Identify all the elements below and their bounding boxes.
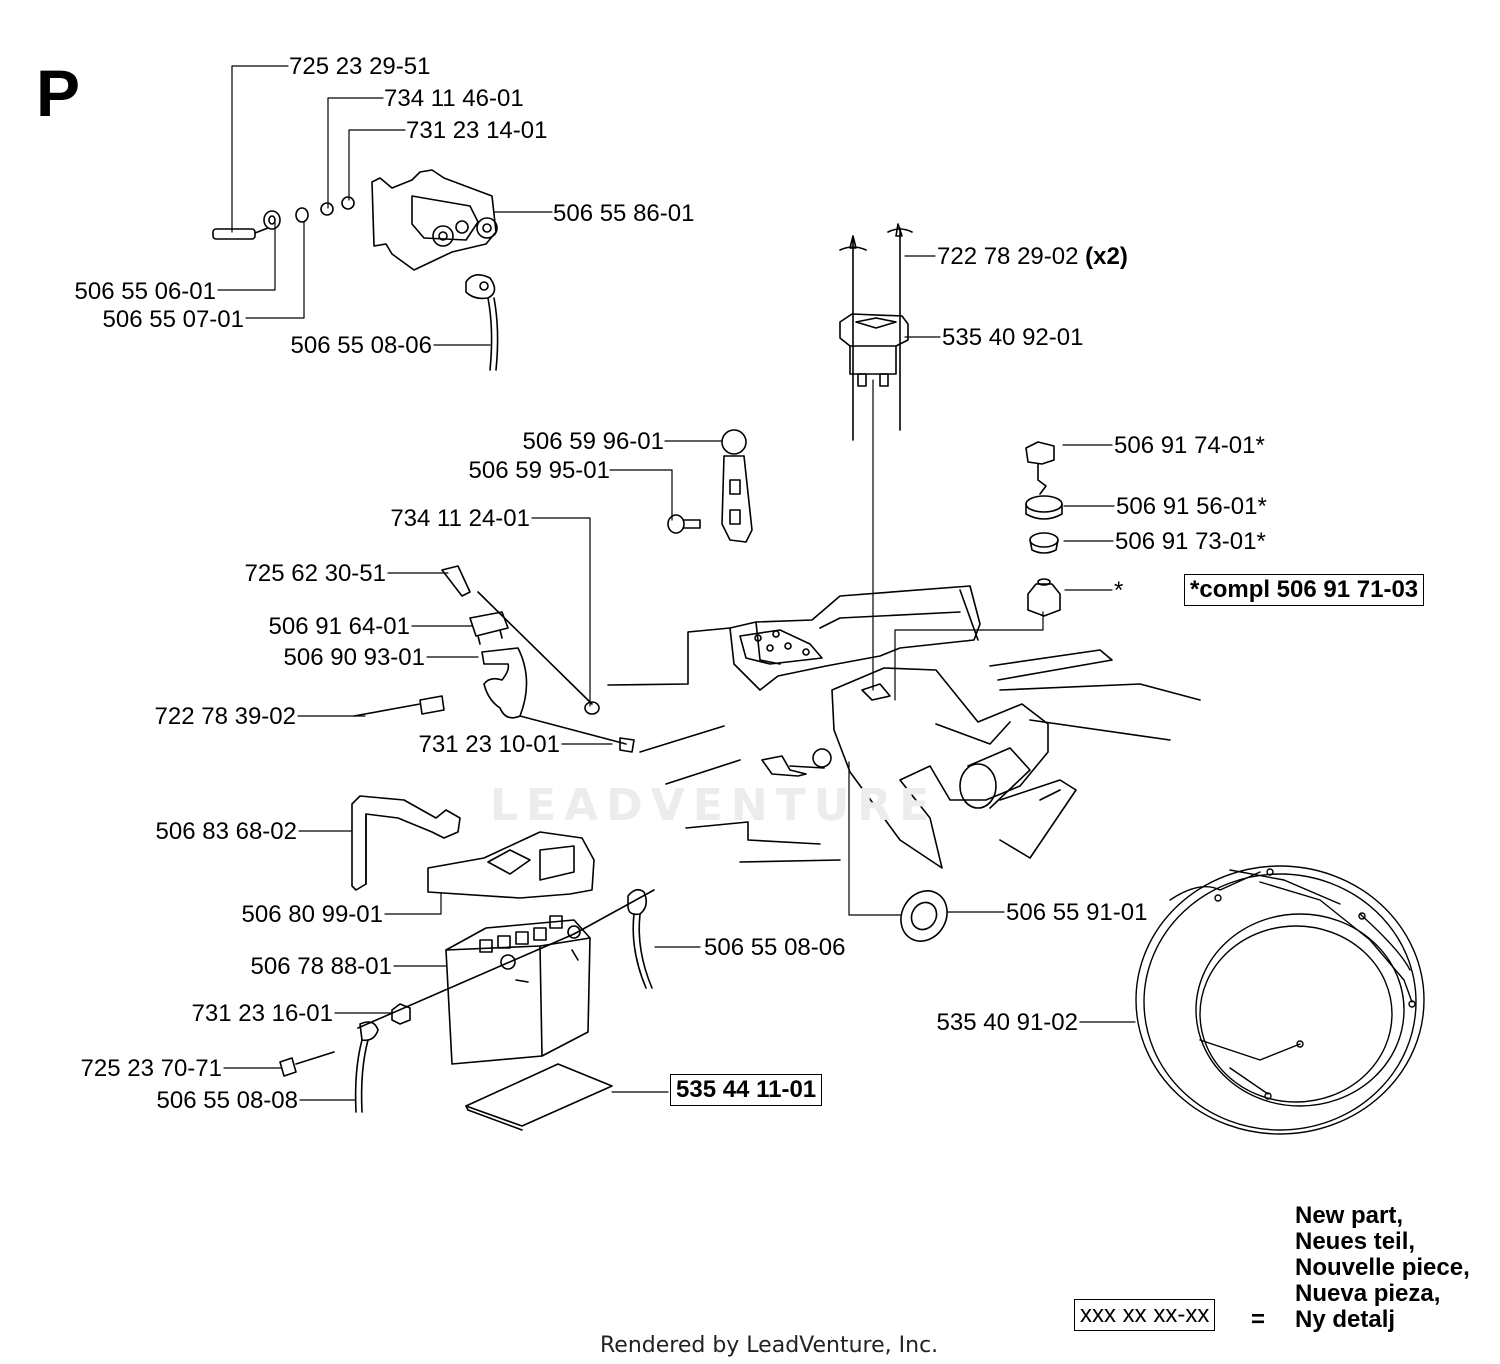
callout-c22-kit: *compl 506 91 71-03 xyxy=(1184,574,1425,606)
callout-c28: 506 55 08-08 xyxy=(156,1087,298,1114)
callout-c16: 722 78 39-02 xyxy=(154,703,296,730)
section-letter: P xyxy=(36,56,81,130)
legend-line: New part, xyxy=(1295,1202,1404,1229)
callout-c8: 722 78 29-02 (x2) xyxy=(937,244,1128,270)
battery xyxy=(445,915,591,1065)
callout-c10: 506 59 96-01 xyxy=(522,428,664,455)
callout-c12: 734 11 24-01 xyxy=(390,505,530,532)
legend-line: Neues teil, xyxy=(1295,1228,1416,1255)
callout-c8-number: 722 78 29-02 xyxy=(937,243,1079,270)
callout-c29-new: 535 44 11-01 xyxy=(670,1074,823,1106)
callout-c13: 725 62 30-51 xyxy=(244,560,386,587)
callout-c18: 506 91 74-01* xyxy=(1114,432,1265,459)
callout-c4: 506 55 86-01 xyxy=(553,200,695,227)
callout-c9: 535 40 92-01 xyxy=(942,324,1084,351)
legend-line: Nouvelle piece, xyxy=(1295,1254,1470,1281)
callout-c27: 725 23 70-71 xyxy=(80,1055,222,1082)
callout-c31: 506 55 91-01 xyxy=(1006,899,1148,926)
callout-c11: 506 59 95-01 xyxy=(468,457,610,484)
callout-c14: 506 91 64-01 xyxy=(268,613,410,640)
fuse-holder xyxy=(839,223,913,441)
grommet xyxy=(900,890,948,942)
callout-c21: * xyxy=(1114,577,1124,604)
callout-c8-quantity: (x2) xyxy=(1085,243,1128,270)
callout-c19: 506 91 56-01* xyxy=(1116,493,1267,520)
callout-c30: 506 55 08-06 xyxy=(704,934,846,961)
legend-line: Nueva pieza, xyxy=(1295,1280,1441,1307)
watermark: LEADVENTURE xyxy=(490,780,938,831)
callout-c24: 506 80 99-01 xyxy=(241,901,383,928)
callout-c3: 731 23 14-01 xyxy=(406,117,548,144)
dashboard-panel xyxy=(607,585,1201,869)
callout-c1: 725 23 29-51 xyxy=(289,53,431,80)
callout-c17: 731 23 10-01 xyxy=(418,731,560,758)
callout-c20: 506 91 73-01* xyxy=(1115,528,1266,555)
callout-c7: 506 55 08-06 xyxy=(290,332,432,359)
legend-equals: = xyxy=(1251,1306,1266,1333)
small-hardware xyxy=(353,565,832,777)
callout-c25: 506 78 88-01 xyxy=(250,953,392,980)
callout-c2: 734 11 46-01 xyxy=(384,85,524,112)
legend-line: Ny detalj xyxy=(1295,1306,1396,1333)
battery-cables xyxy=(279,888,655,1113)
callout-c26: 731 23 16-01 xyxy=(191,1000,333,1027)
wiring-harness xyxy=(1135,865,1425,1135)
callout-c32: 535 40 91-02 xyxy=(936,1009,1078,1036)
solenoid-assembly xyxy=(212,169,499,371)
callout-c15: 506 90 93-01 xyxy=(283,644,425,671)
choke-lever xyxy=(667,429,753,543)
leader-lines xyxy=(217,65,1136,1101)
legend-box: xxx xx xx-xx xyxy=(1074,1299,1216,1331)
footer-credit: Rendered by LeadVenture, Inc. xyxy=(600,1333,939,1358)
callout-c5: 506 55 06-01 xyxy=(74,278,216,305)
battery-hold-down-bracket xyxy=(351,795,461,891)
ignition-switch xyxy=(1025,441,1063,617)
decal-sheet xyxy=(465,1063,613,1131)
callout-c23: 506 83 68-02 xyxy=(155,818,297,845)
callout-c6: 506 55 07-01 xyxy=(102,306,244,333)
battery-cover xyxy=(427,831,595,899)
legend-text: New part, Neues teil, Nouvelle piece, Nu… xyxy=(1295,1203,1470,1333)
